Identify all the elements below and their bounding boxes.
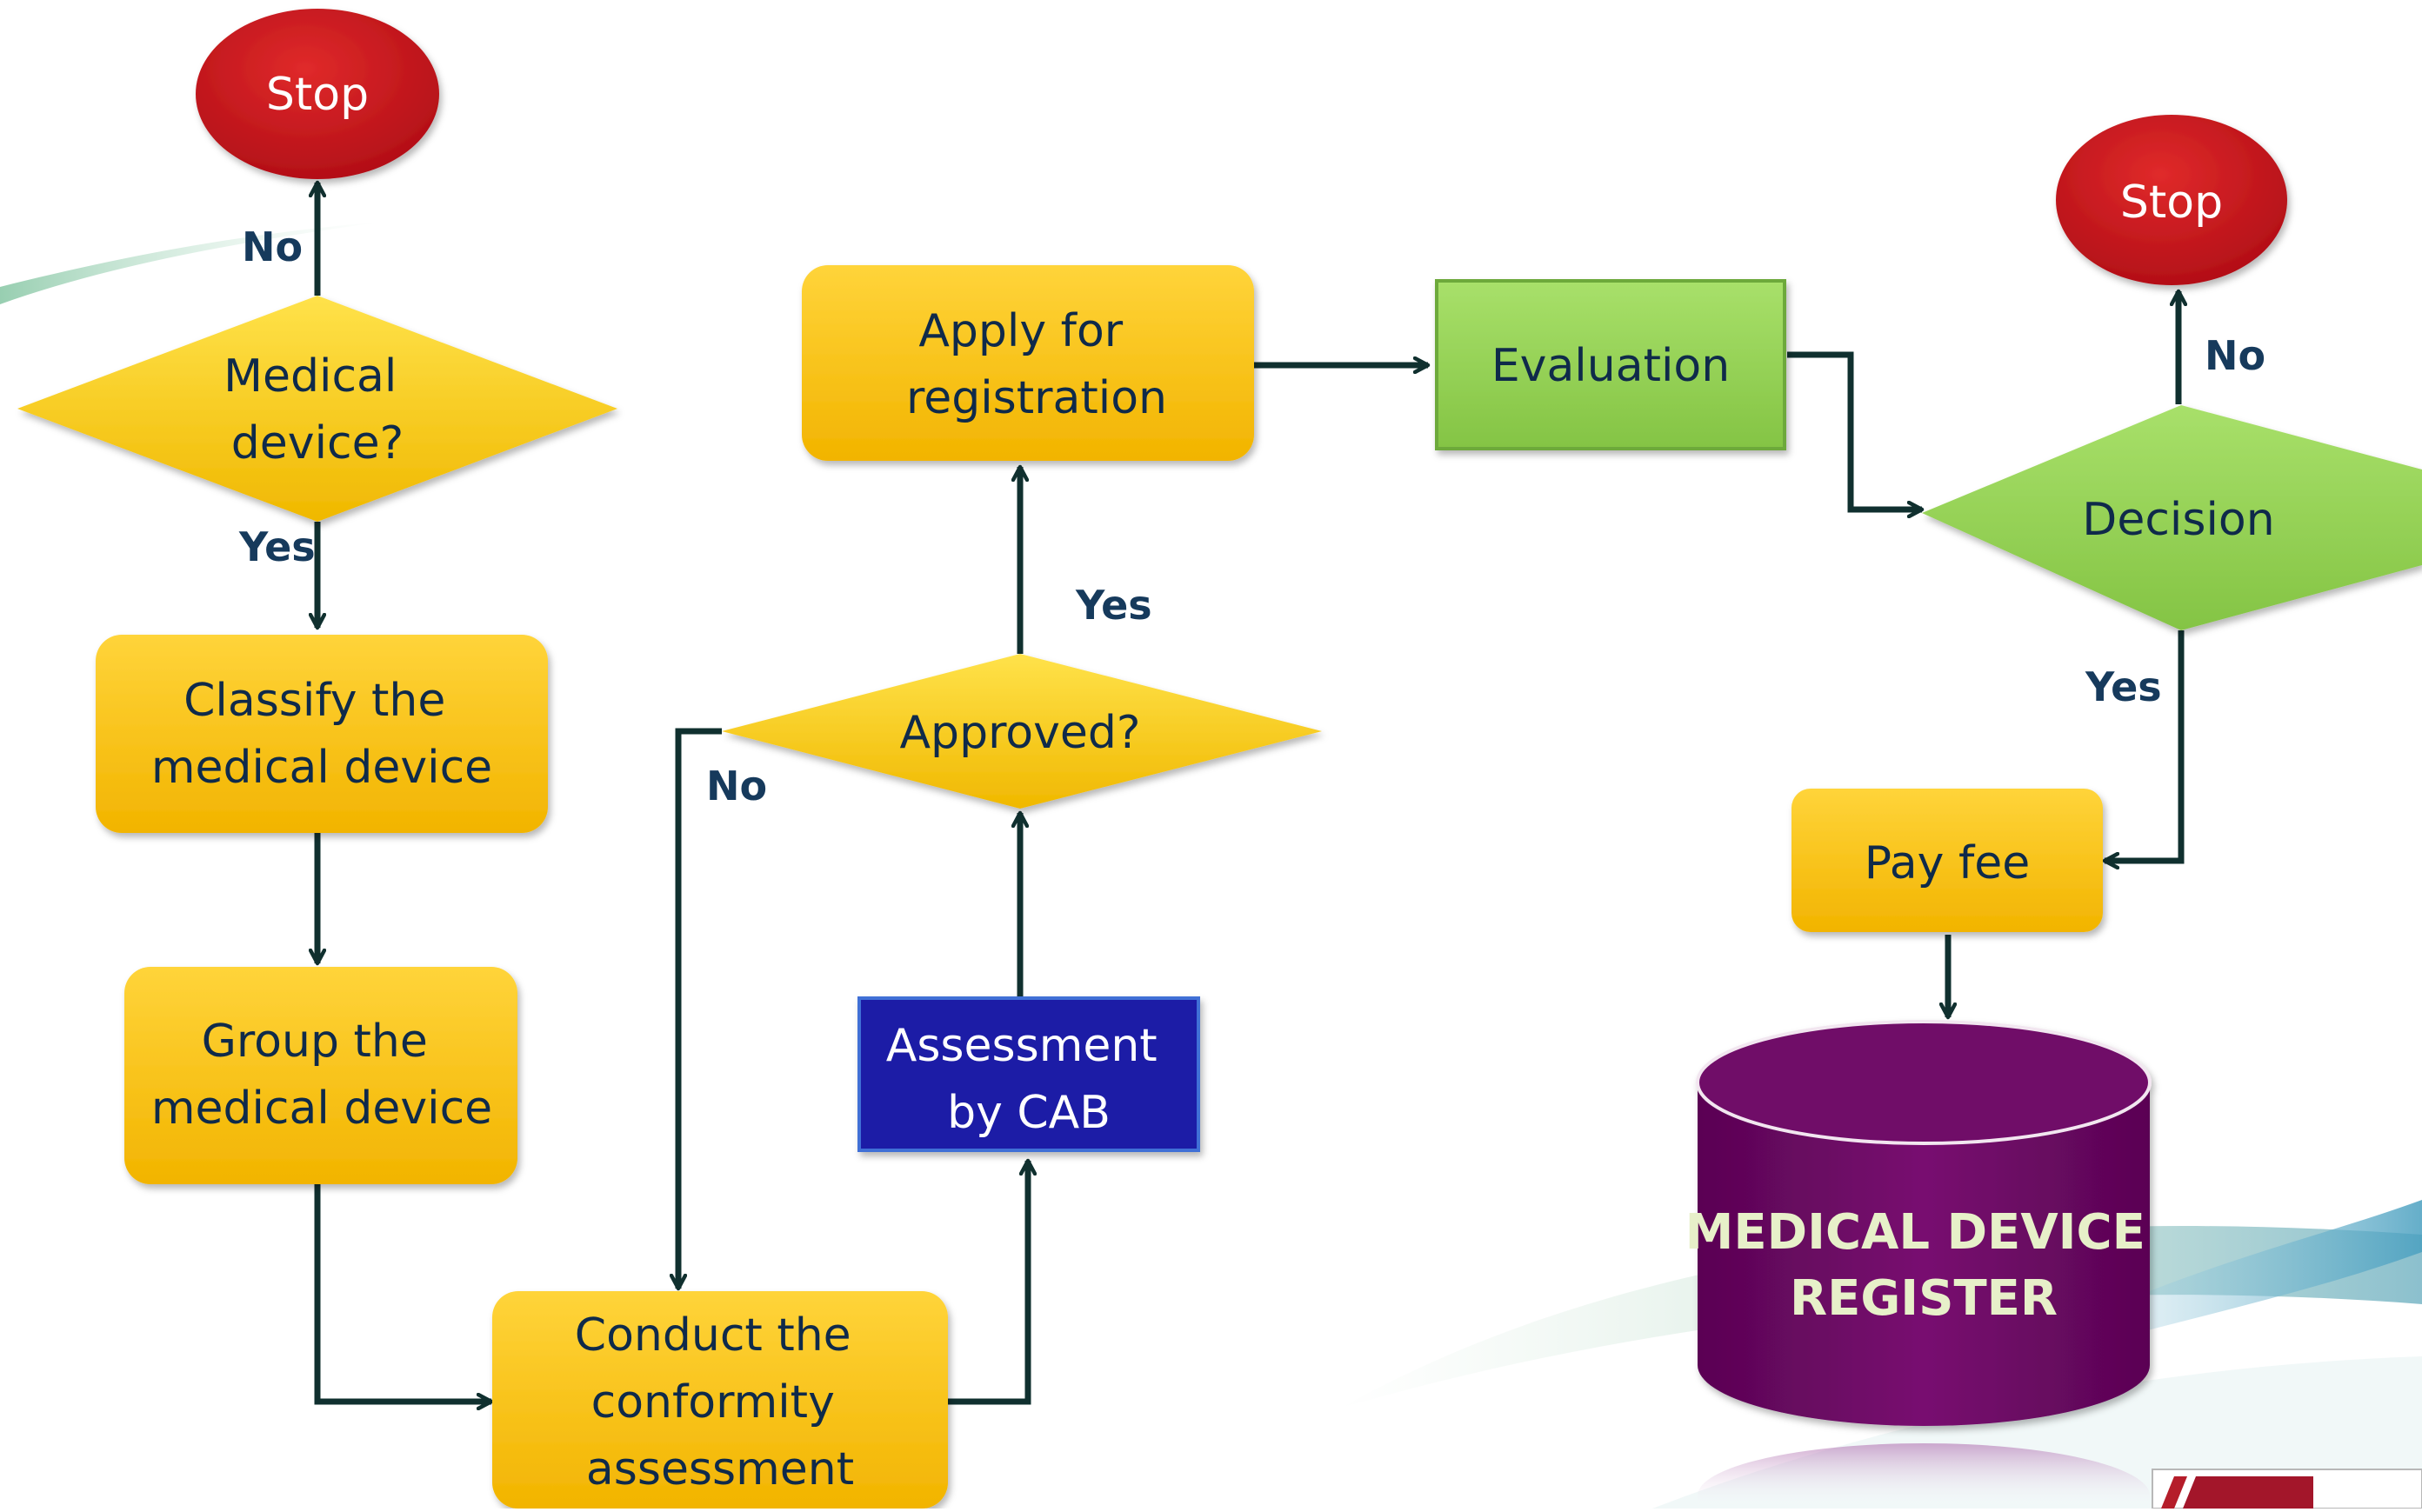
medical-device-decision bbox=[17, 296, 617, 522]
register-label-line-2: REGISTER bbox=[1790, 1270, 2058, 1327]
pay-fee-process bbox=[1791, 789, 2103, 932]
register-reflection bbox=[1698, 1443, 2150, 1509]
edge-label-decision-no: No bbox=[2205, 332, 2265, 379]
group-process-label: Group the medical device bbox=[151, 1016, 492, 1135]
conduct-process-label: Conduct the conformity assessment bbox=[575, 1309, 865, 1495]
edge-label-approved-no: No bbox=[706, 763, 767, 809]
medical-device-label-line-1: Medical bbox=[224, 350, 397, 403]
assessment-cab-label: Assessment by CAB bbox=[886, 1020, 1171, 1139]
corner-logo bbox=[2152, 1469, 2422, 1509]
edge-approved-no-to-conduct bbox=[678, 728, 722, 1289]
apply-registration-process bbox=[802, 265, 1254, 461]
edge-decision-to-payfee bbox=[2105, 630, 2185, 861]
group-process bbox=[124, 967, 517, 1184]
register-label: MEDICAL DEVICE REGISTER bbox=[1685, 1204, 2163, 1327]
medical-device-decision-label: Medical device? bbox=[224, 350, 411, 470]
medical-device-label-line-2: device? bbox=[231, 417, 404, 470]
edges bbox=[317, 183, 2181, 1402]
classify-process-label: Classify the medical device bbox=[151, 675, 492, 794]
group-label-line-2: medical device bbox=[151, 1082, 492, 1135]
edge-label-md-no: No bbox=[242, 223, 303, 270]
stop-node-top-label: Stop bbox=[266, 69, 369, 121]
decision-node bbox=[1922, 405, 2422, 630]
edge-evaluation-to-decision bbox=[1787, 351, 1922, 510]
group-label-line-1: Group the bbox=[202, 1016, 428, 1068]
stop-node-top bbox=[196, 9, 439, 179]
apply-label-line-1: Apply for bbox=[918, 305, 1123, 357]
evaluation-process bbox=[1435, 279, 1786, 450]
conduct-label-line-3: assessment bbox=[586, 1443, 854, 1495]
apply-registration-label: Apply for registration bbox=[906, 305, 1167, 424]
classify-label-line-1: Classify the bbox=[183, 675, 445, 727]
apply-label-line-2: registration bbox=[906, 372, 1167, 424]
assessment-cab-label-line-1: Assessment bbox=[886, 1020, 1158, 1072]
approved-decision bbox=[722, 654, 1322, 809]
assessment-cab-label-line-2: by CAB bbox=[947, 1087, 1111, 1139]
edge-label-decision-yes: Yes bbox=[2085, 663, 2162, 710]
classify-label-line-2: medical device bbox=[151, 742, 492, 794]
approved-decision-label: Approved? bbox=[899, 707, 1140, 759]
register-label-line-1: MEDICAL DEVICE bbox=[1685, 1204, 2145, 1261]
decision-label: Decision bbox=[2082, 494, 2274, 546]
evaluation-label: Evaluation bbox=[1491, 340, 1730, 392]
edge-conduct-to-cab bbox=[948, 1161, 1028, 1405]
assessment-cab-process bbox=[857, 996, 1200, 1152]
medical-device-register-database bbox=[1696, 1020, 2152, 1426]
conduct-label-line-1: Conduct the bbox=[575, 1309, 851, 1362]
classify-process bbox=[96, 635, 548, 833]
edge-label-md-yes: Yes bbox=[238, 523, 316, 570]
edge-group-to-conduct bbox=[314, 1184, 491, 1402]
conduct-label-line-2: conformity bbox=[591, 1376, 835, 1429]
edge-label-approved-yes: Yes bbox=[1075, 582, 1152, 629]
conduct-process bbox=[492, 1291, 948, 1509]
stop-node-right-label: Stop bbox=[2120, 177, 2223, 229]
stop-node-right bbox=[2056, 115, 2287, 285]
pay-fee-label: Pay fee bbox=[1865, 837, 2030, 889]
